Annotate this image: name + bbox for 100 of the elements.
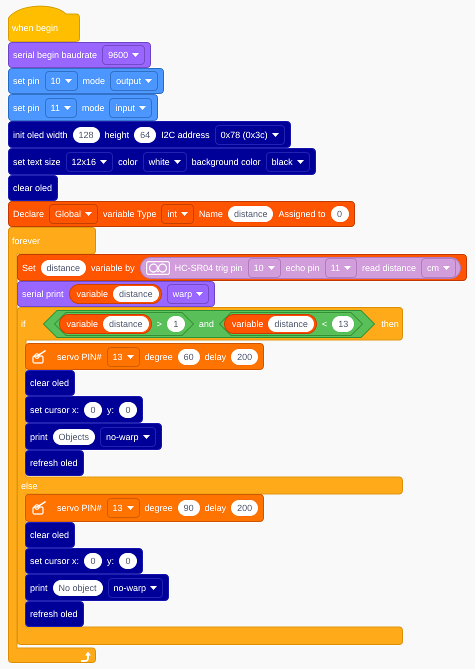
dropdown-menu: no-warp [100,426,156,446]
dropdown-menu: 13 [106,346,140,366]
dropdown-menu: 12x16 [66,152,114,172]
block-label: servo PIN# [57,352,102,362]
input-field: 0 [330,206,348,222]
block-label: background color [192,156,261,166]
input-field: No object [52,580,103,596]
block-label: echo pin [286,262,320,272]
command-block [17,281,216,307]
command-block [25,343,264,370]
dropdown-menu: black [266,152,310,172]
command-block [25,548,144,574]
block-label: servo PIN# [57,503,102,513]
dropdown-menu: 9600 [102,45,146,65]
command-block [8,68,164,94]
input-field: 90 [178,500,200,516]
command-block [8,121,291,148]
command-block [8,148,316,175]
command-block [8,175,58,201]
dropdown-menu: cm [421,258,456,278]
dropdown-menu: 11 [324,258,357,278]
dropdown-menu: white [142,152,187,172]
dropdown-menu: output [110,71,158,91]
dropdown-menu: input [109,98,152,118]
block-label: variable [66,318,98,328]
block-label: < [322,318,328,328]
block-label: clear oled [30,530,70,540]
block-label: mode [82,102,104,112]
block-label: init oled width [13,130,68,140]
command-block [25,494,264,522]
block-label: HC-SR04 trig pin [174,262,243,272]
reporter-block [224,314,317,334]
input-field: 200 [231,500,258,516]
dropdown-menu: 0x78 (0x3c) [214,124,285,144]
block-label: set pin [13,102,40,112]
dropdown-menu: warp [166,284,210,304]
command-block [25,601,84,627]
hat-block [8,4,80,42]
input-field: 128 [72,126,100,142]
reporter-block [58,314,152,334]
input-field: distance [40,260,86,276]
block-label: variable Type [103,209,156,219]
block-label: print [30,582,48,592]
command-block [8,42,152,68]
input-field: distance [268,316,314,332]
if-else-block [17,307,403,645]
input-field: distance [113,286,159,302]
block-label: Set [22,262,36,272]
dropdown-menu: 11 [44,98,77,118]
command-block [25,574,170,601]
block-label: set text size [13,156,61,166]
block-label: Declare [13,209,44,219]
dropdown-menu: no-warp [108,578,164,598]
block-label: I2C address [161,130,210,140]
boolean-block [218,312,364,336]
boolean-block [42,310,374,338]
block-label: Assigned to [278,209,326,219]
block-label: when begin [12,23,58,33]
input-field: 64 [134,126,156,142]
input-field: 0 [84,553,102,569]
reporter-block [68,284,162,304]
block-label: refresh oled [30,458,78,468]
block-label: variable [76,289,108,299]
command-block [8,201,354,227]
boolean-block [54,312,194,336]
block-label: else [21,480,38,490]
block-label: mode [82,76,106,86]
block-label: Name [198,209,223,219]
block-label: clear oled [13,183,52,193]
command-block [8,94,158,121]
block-label: color [118,156,138,166]
block-label: variable by [91,262,135,272]
block-label: degree [144,503,173,513]
dropdown-menu: Global [49,204,98,224]
block-label: degree [144,352,173,362]
block-label: forever [12,236,40,246]
block-label: set cursor x: [30,556,80,566]
block-label: serial print [22,289,64,299]
input-field: 200 [231,348,258,364]
dropdown-menu: 13 [106,498,140,518]
block-label: if [21,318,26,328]
block-label: delay [204,352,226,362]
block-label: delay [204,503,226,513]
dropdown-menu: 10 [44,71,78,91]
input-field: 60 [178,348,200,364]
reporter-block [140,256,462,278]
command-block [25,423,162,450]
block-label: variable [232,318,264,328]
input-field: distance [103,316,149,332]
command-block [25,396,144,423]
block-label: read distance [362,262,416,272]
block-label: set cursor x: [30,404,80,414]
dropdown-menu: int [161,204,194,224]
input-field: Objects [52,428,96,444]
input-field: 0 [84,402,102,418]
input-field: 0 [119,553,138,569]
command-block [25,450,84,476]
block-label: serial begin baudrate [13,50,98,60]
block-label: and [198,318,214,328]
input-field: distance [228,206,274,222]
